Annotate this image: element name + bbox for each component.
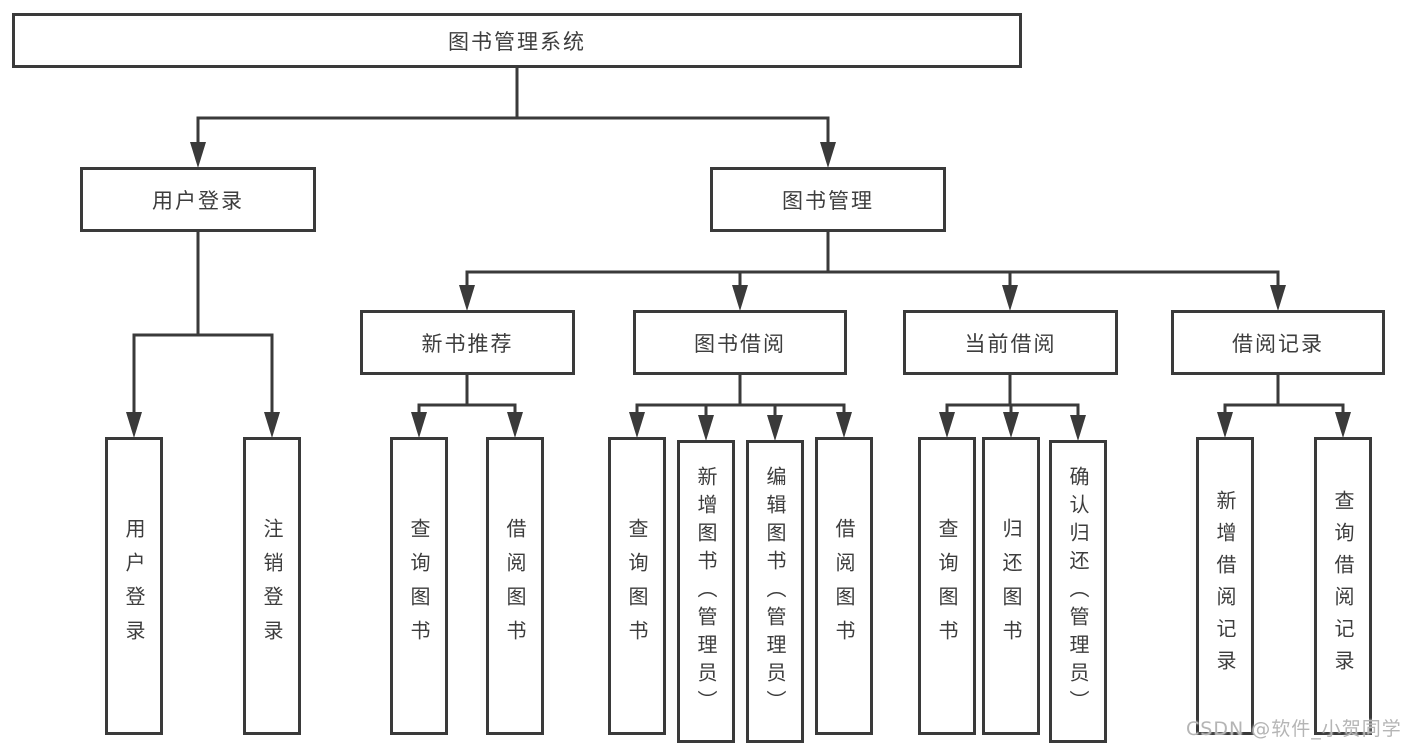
leaf-borrow-edit-books-admin: 编辑图书（管理员） bbox=[746, 440, 804, 743]
node-current-borrowing-label: 当前借阅 bbox=[964, 331, 1057, 356]
leaf-recommend-borrow-books-label: 借阅图书 bbox=[503, 518, 527, 654]
node-current-borrowing: 当前借阅 bbox=[903, 310, 1118, 375]
leaf-logout: 注销登录 bbox=[243, 437, 301, 735]
node-user-login-group-label: 用户登录 bbox=[152, 188, 244, 213]
node-book-management: 图书管理 bbox=[710, 167, 946, 232]
leaf-logout-label: 注销登录 bbox=[260, 518, 284, 654]
leaf-current-confirm-return-admin: 确认归还（管理员） bbox=[1049, 440, 1107, 743]
connector-records-rail bbox=[1223, 403, 1345, 414]
leaf-current-query-books: 查询图书 bbox=[918, 437, 976, 735]
node-borrowing-records-label: 借阅记录 bbox=[1232, 331, 1324, 356]
leaf-records-add-record-label: 新增借阅记录 bbox=[1213, 490, 1237, 682]
leaf-borrow-edit-books-admin-label: 编辑图书（管理员） bbox=[763, 465, 787, 718]
leaf-borrow-query-books: 查询图书 bbox=[608, 437, 666, 735]
leaf-borrow-borrow-books-label: 借阅图书 bbox=[832, 518, 856, 654]
leaf-records-query-record: 查询借阅记录 bbox=[1314, 437, 1372, 735]
leaf-current-confirm-return-admin-label: 确认归还（管理员） bbox=[1066, 465, 1090, 718]
node-book-management-label: 图书管理 bbox=[782, 188, 874, 213]
leaf-current-return-books-label: 归还图书 bbox=[999, 518, 1023, 654]
leaf-records-add-record: 新增借阅记录 bbox=[1196, 437, 1254, 735]
connector-level3-rail bbox=[465, 270, 1280, 288]
leaf-recommend-query-books-label: 查询图书 bbox=[407, 518, 431, 654]
connector-borrow-rail bbox=[635, 403, 846, 417]
node-root-label: 图书管理系统 bbox=[448, 29, 586, 54]
node-book-borrowing-label: 图书借阅 bbox=[694, 331, 786, 356]
leaf-recommend-query-books: 查询图书 bbox=[390, 437, 448, 735]
node-new-book-recommend-label: 新书推荐 bbox=[421, 331, 514, 356]
csdn-watermark: CSDN @软件_小贺同学 bbox=[1186, 718, 1402, 740]
connector-level2-rail bbox=[196, 116, 830, 146]
leaf-user-login-label: 用户登录 bbox=[122, 518, 146, 654]
node-root: 图书管理系统 bbox=[12, 13, 1022, 68]
arrowheads bbox=[126, 142, 1351, 441]
leaf-records-query-record-label: 查询借阅记录 bbox=[1331, 490, 1355, 682]
leaf-current-return-books: 归还图书 bbox=[982, 437, 1040, 735]
connector-userlogin-rail bbox=[132, 333, 274, 414]
leaf-borrow-borrow-books: 借阅图书 bbox=[815, 437, 873, 735]
node-new-book-recommend: 新书推荐 bbox=[360, 310, 575, 375]
node-borrowing-records: 借阅记录 bbox=[1171, 310, 1385, 375]
leaf-user-login: 用户登录 bbox=[105, 437, 163, 735]
leaf-recommend-borrow-books: 借阅图书 bbox=[486, 437, 544, 735]
leaf-borrow-add-books-admin: 新增图书（管理员） bbox=[677, 440, 735, 743]
leaf-current-query-books-label: 查询图书 bbox=[935, 518, 959, 654]
node-user-login-group: 用户登录 bbox=[80, 167, 316, 232]
connector-newbook-rail bbox=[417, 403, 517, 414]
leaf-borrow-add-books-admin-label: 新增图书（管理员） bbox=[694, 465, 718, 718]
node-book-borrowing: 图书借阅 bbox=[633, 310, 847, 375]
leaf-borrow-query-books-label: 查询图书 bbox=[625, 518, 649, 654]
